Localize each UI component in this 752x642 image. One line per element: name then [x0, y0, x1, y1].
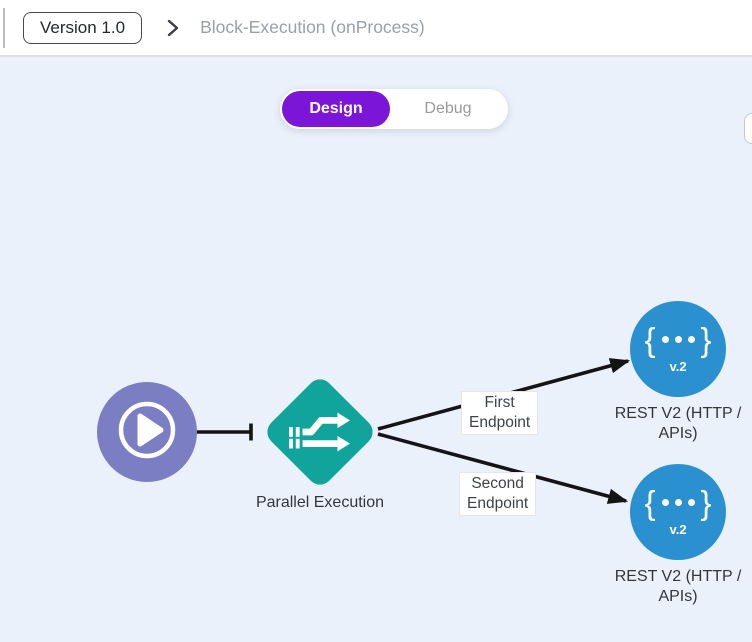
curly-braces-dots-icon: { }	[644, 320, 712, 358]
breadcrumb-title: Block-Execution (onProcess)	[200, 17, 425, 37]
endpoint-node-second[interactable]: { } v.2	[630, 464, 726, 560]
edge-label-second[interactable]: Second Endpoint	[459, 472, 537, 516]
right-panel-handle[interactable]	[744, 113, 752, 144]
version-button[interactable]: Version 1.0	[23, 11, 143, 44]
parallel-execution-node[interactable]	[262, 374, 378, 490]
edge-label-first[interactable]: First Endpoint	[461, 391, 539, 435]
version-badge: v.2	[669, 521, 687, 537]
dot-icon	[687, 499, 695, 506]
chevron-right-icon	[164, 17, 184, 39]
breadcrumb-bar: Version 1.0 Block-Execution (onProcess)	[0, 0, 752, 57]
brace-left: {	[644, 483, 656, 521]
dot-icon	[661, 499, 669, 506]
dot-icon	[674, 336, 682, 343]
dot-icon	[674, 499, 682, 506]
start-node[interactable]	[97, 382, 197, 482]
tab-debug[interactable]: Debug	[424, 100, 472, 117]
dot-icon	[661, 336, 669, 343]
endpoint-label-second: REST V2 (HTTP / APIs)	[614, 568, 742, 605]
mode-toggle: Design Debug	[280, 89, 508, 129]
curly-braces-dots-icon: { }	[644, 483, 712, 521]
brace-left: {	[644, 320, 656, 358]
dot-icon	[687, 336, 695, 343]
left-edge-divider	[3, 8, 5, 48]
parallel-node-label: Parallel Execution	[255, 494, 385, 511]
endpoint-label-first: REST V2 (HTTP / APIs)	[614, 405, 742, 442]
version-badge: v.2	[669, 358, 687, 374]
tab-design[interactable]: Design	[282, 91, 390, 127]
brace-right: }	[700, 483, 712, 521]
flow-canvas[interactable]: Design Debug First Endpoint Second Endpo…	[0, 57, 752, 642]
parallel-arrows-icon	[289, 406, 351, 458]
brace-right: }	[700, 320, 712, 358]
play-icon	[97, 380, 197, 485]
endpoint-node-first[interactable]: { } v.2	[630, 301, 726, 397]
